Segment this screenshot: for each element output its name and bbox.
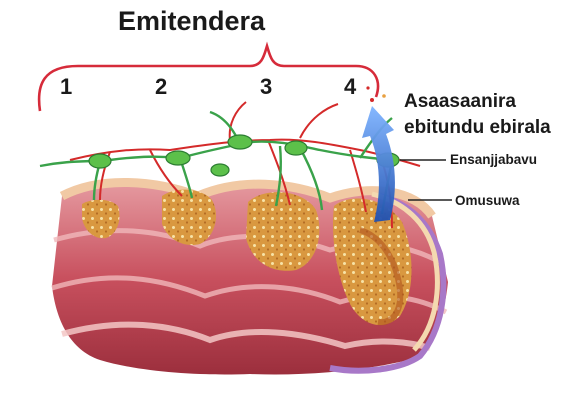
nerve-label: Ensanjjabavu bbox=[450, 152, 537, 167]
diagram-title: Emitendera bbox=[118, 6, 265, 37]
stages-bracket bbox=[39, 46, 378, 111]
stage-4-label: 4 bbox=[344, 74, 356, 100]
spread-label: Asaasaanira ebitundu ebirala bbox=[404, 89, 551, 141]
stage-2-label: 2 bbox=[155, 74, 167, 100]
spread-label-line-1: Asaasaanira bbox=[404, 89, 551, 115]
spread-label-line-2: ebitundu ebirala bbox=[404, 115, 551, 141]
muscle-label: Omusuwa bbox=[455, 193, 520, 208]
stage-3-label: 3 bbox=[260, 74, 272, 100]
stage-1-label: 1 bbox=[60, 74, 72, 100]
